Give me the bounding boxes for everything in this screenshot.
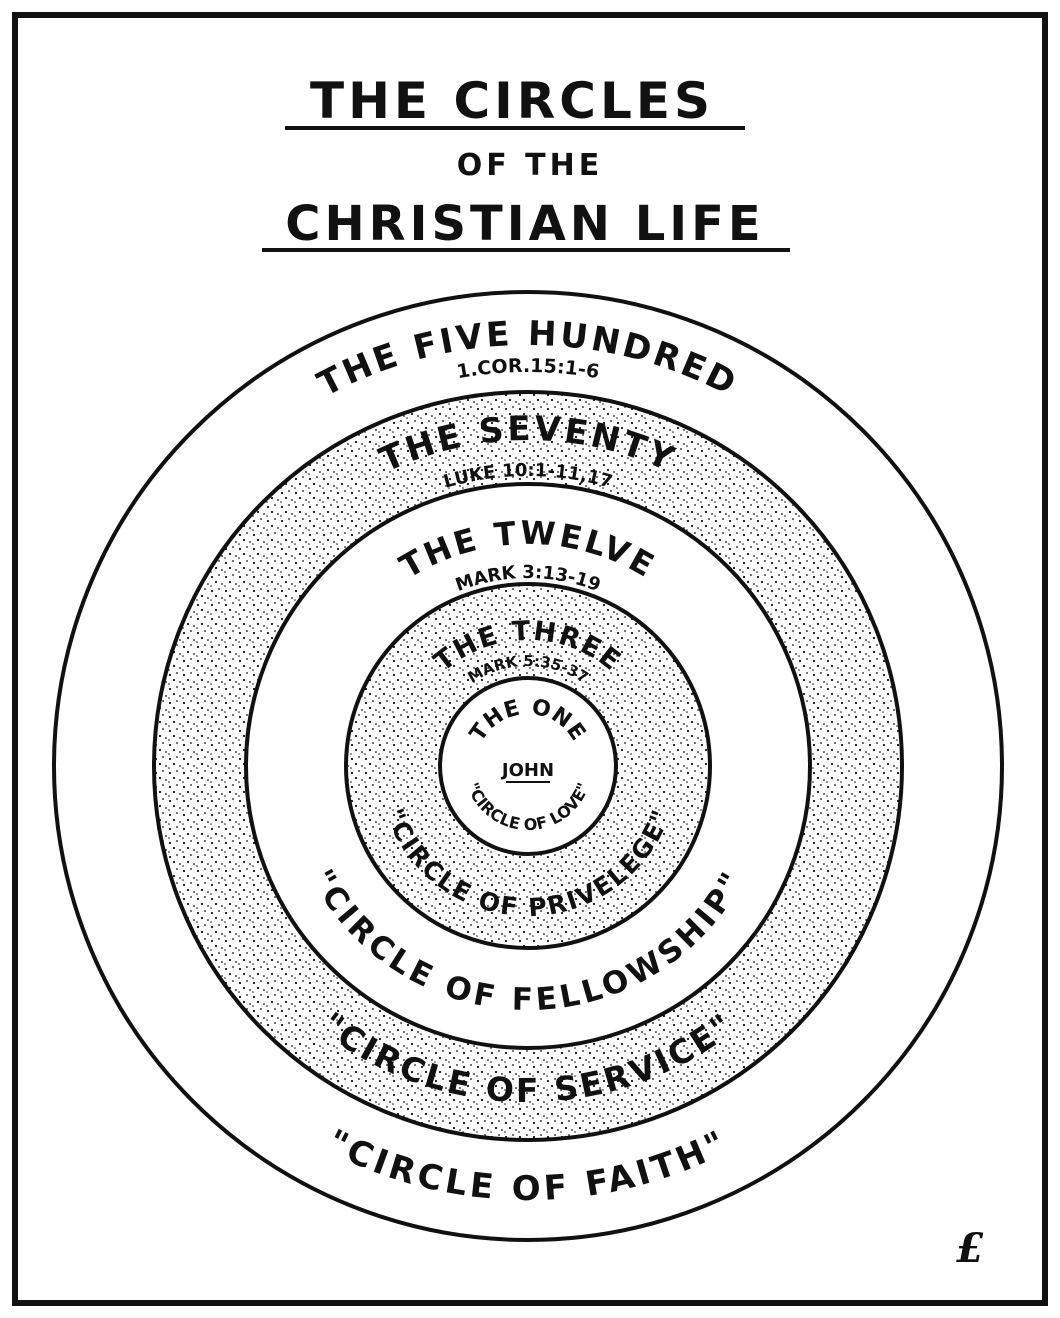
- title-line-2: OF THE: [457, 148, 604, 183]
- title-line-3: CHRISTIAN LIFE: [285, 196, 764, 252]
- one-ref: JOHN: [500, 760, 554, 781]
- title-line-1: THE CIRCLES: [310, 72, 714, 130]
- monogram-signature: £: [956, 1225, 984, 1272]
- circle-one: [438, 676, 618, 856]
